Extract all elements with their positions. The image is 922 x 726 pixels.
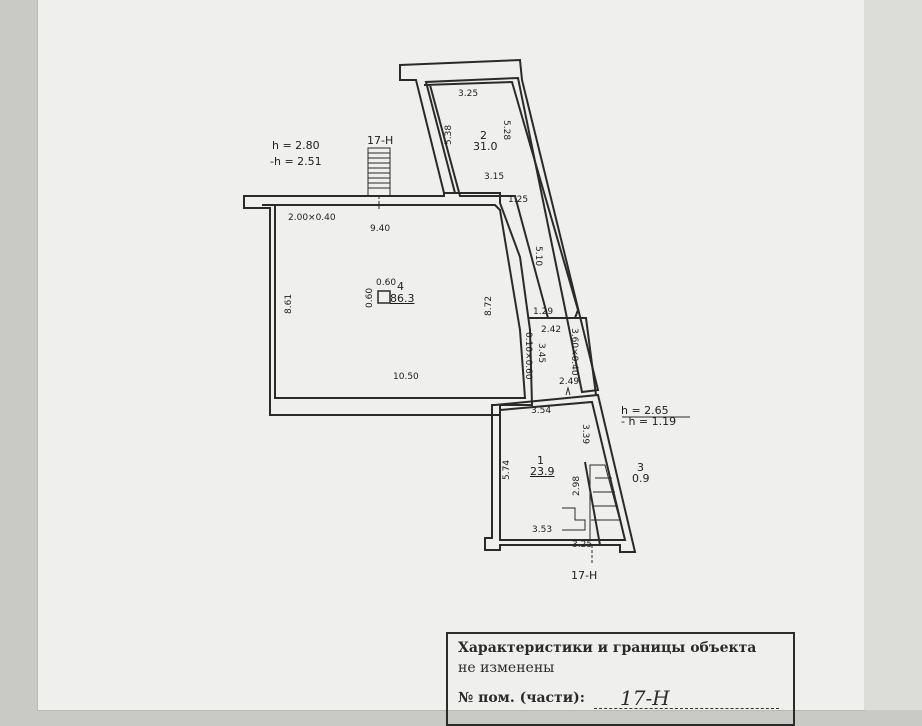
room-2-area: 31.0 [473, 140, 498, 153]
room-4-height: h = 2.80 [272, 139, 320, 152]
room-1-wall [484, 393, 637, 553]
dim-label: 9.40 [370, 224, 391, 234]
stairs-room-3 [562, 464, 626, 541]
dim-label: 2.00×0.40 [288, 213, 336, 223]
dim-label: 3.25 [458, 89, 479, 99]
dim-label: 10.50 [393, 372, 419, 382]
dim-label: 3.53 [532, 525, 553, 535]
dim-label: 3.54 [531, 406, 552, 416]
hall-wall [528, 317, 597, 396]
room-4-inner-wall [262, 204, 527, 399]
dim-label: 5.74 [502, 459, 512, 480]
room-1-area: 23.9 [530, 465, 555, 478]
dim-label: 3.45 [536, 343, 546, 364]
stamp-box: Характеристики и границы объекта не изме… [446, 632, 795, 726]
dim-label: 3.15 [484, 172, 505, 182]
room-4-number: 4 [397, 280, 404, 293]
dim-label: 0.10×0.60 [523, 332, 533, 380]
dim-label: 2.98 [572, 475, 582, 496]
dim-label: 2.42 [541, 325, 562, 335]
arrow-marker [565, 386, 571, 396]
dim-label: 1.25 [508, 195, 529, 205]
dim-label: 5.38 [444, 124, 454, 145]
dim-label: 0.60 [365, 287, 375, 308]
dim-label: 1.29 [533, 307, 554, 317]
dim-label: 0.60 [376, 278, 397, 288]
stamp-line-1: Характеристики и границы объекта [458, 640, 757, 656]
room-3-area: 0.9 [632, 472, 650, 485]
room-4-minus-height: -h = 2.51 [270, 155, 322, 168]
dim-label: 8.72 [484, 295, 494, 316]
dim-label: 2.49 [559, 377, 580, 387]
room-2-wall [399, 58, 600, 394]
axis-label-bottom: 17-Н [571, 569, 598, 582]
dim-label: 3.39 [580, 424, 590, 445]
room-3-divider [584, 461, 601, 546]
stamp-line-3-label: № пом. (части): [458, 690, 585, 706]
room-3-number: 3 [637, 461, 644, 474]
column [377, 290, 391, 304]
floor-plan [243, 58, 690, 565]
dim-label: 5.28 [501, 120, 511, 141]
room-2-number: 2 [480, 129, 487, 142]
stamp-handwritten-value: 17-Н [620, 686, 670, 710]
room-1-number: 1 [537, 454, 544, 467]
stamp-underline [594, 708, 779, 709]
stamp-line-2: не изменены [458, 660, 555, 676]
room-1-height: h = 2.65 [621, 404, 669, 417]
dim-label: 5.10 [533, 246, 543, 267]
room-4-area: 86.3 [390, 292, 415, 305]
dim-label: 3.25 [572, 540, 593, 550]
background-edge [864, 0, 922, 710]
dim-label: 3.60×0.40 [569, 328, 579, 376]
room-1-minus-height: - h = 1.19 [621, 415, 677, 428]
dim-label: 8.61 [284, 293, 294, 314]
document-sheet [38, 0, 864, 710]
axis-label-top: 17-Н [367, 134, 394, 147]
stairs-top [367, 147, 391, 210]
